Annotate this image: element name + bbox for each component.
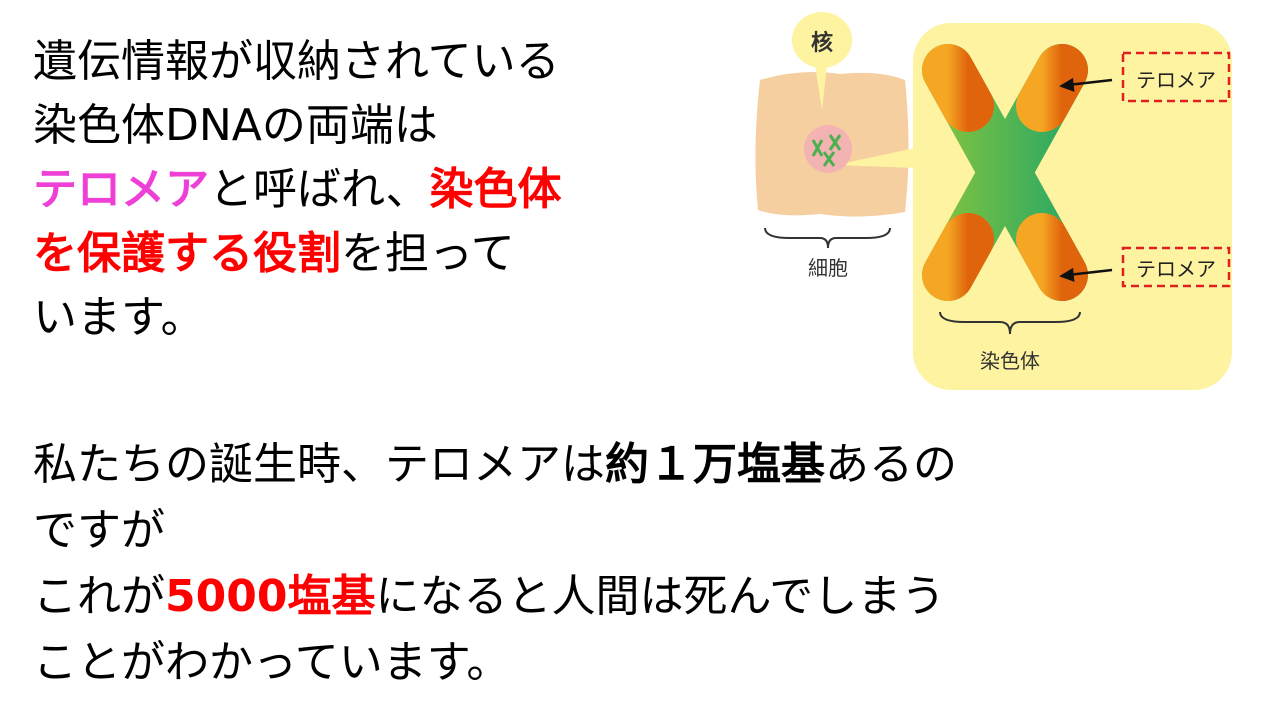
text-line: 遺伝情報が収納されている: [33, 30, 561, 94]
text-line: これが5000塩基になると人間は死んでしまう: [33, 564, 957, 630]
text: ことがわかっています。: [33, 637, 511, 688]
text-line: ことがわかっています。: [33, 630, 957, 696]
text-line: を保護する役割を担って: [33, 222, 561, 286]
text: 染色体DNAの両端は: [33, 100, 438, 151]
cell-label: 細胞: [808, 256, 848, 280]
telomere-box-bottom: [1121, 246, 1231, 288]
text: と呼ばれ、: [209, 164, 430, 215]
telomere-top-right: [1016, 44, 1088, 132]
text: います。: [33, 292, 205, 343]
arrow-icon: [1059, 77, 1113, 282]
nucleus-callout: [792, 12, 852, 68]
text: あるの: [825, 439, 957, 490]
text: ですが: [33, 505, 165, 556]
telomere-label-top: テロメア: [1136, 68, 1216, 92]
chromosome-diagram: 核 細胞 テロメア テロメア 染色体: [755, 12, 1232, 390]
nucleus-label: 核: [811, 30, 833, 56]
telomere-highlight: テロメア: [33, 164, 209, 215]
text-line: ですが: [33, 498, 957, 564]
telomere-top-left: [922, 44, 994, 132]
nucleus-callout-tail: [815, 65, 827, 110]
text-line: テロメアと呼ばれ、染色体: [33, 158, 561, 222]
chromosome-x: [922, 44, 1088, 301]
nucleus: [804, 125, 852, 173]
role-emphasis: を保護する役割: [33, 228, 341, 279]
chromosome-bracket: [939, 311, 1081, 335]
telomere-bottom-left: [922, 213, 994, 301]
zoom-callout: [835, 148, 915, 168]
telomere-box-top: [1121, 51, 1231, 103]
five-thousand-bases: 5000塩基: [165, 571, 376, 622]
text-line: います。: [33, 286, 561, 350]
cell-bracket: [764, 227, 891, 249]
chromosome-label: 染色体: [980, 349, 1040, 373]
text: 私たちの誕生時、テロメアは: [33, 439, 605, 490]
text-line: 染色体DNAの両端は: [33, 94, 561, 158]
ten-thousand-bases: 約１万塩基: [605, 439, 825, 490]
mini-chromosomes-icon: [811, 134, 842, 167]
text-line: 私たちの誕生時、テロメアは約１万塩基あるの: [33, 432, 957, 498]
chromosome-emphasis: 染色体: [429, 164, 562, 215]
birth-paragraph: 私たちの誕生時、テロメアは約１万塩基あるの ですが これが5000塩基になると人…: [33, 432, 957, 696]
telomere-bottom-right: [1016, 213, 1088, 301]
text: 遺伝情報が収納されている: [33, 36, 560, 87]
text: を担って: [341, 228, 515, 279]
telomere-label-bottom: テロメア: [1136, 257, 1216, 281]
text: これが: [33, 571, 165, 622]
text: になると人間は死んでしまう: [375, 571, 946, 622]
intro-paragraph: 遺伝情報が収納されている 染色体DNAの両端は テロメアと呼ばれ、染色体 を保護…: [33, 30, 561, 350]
